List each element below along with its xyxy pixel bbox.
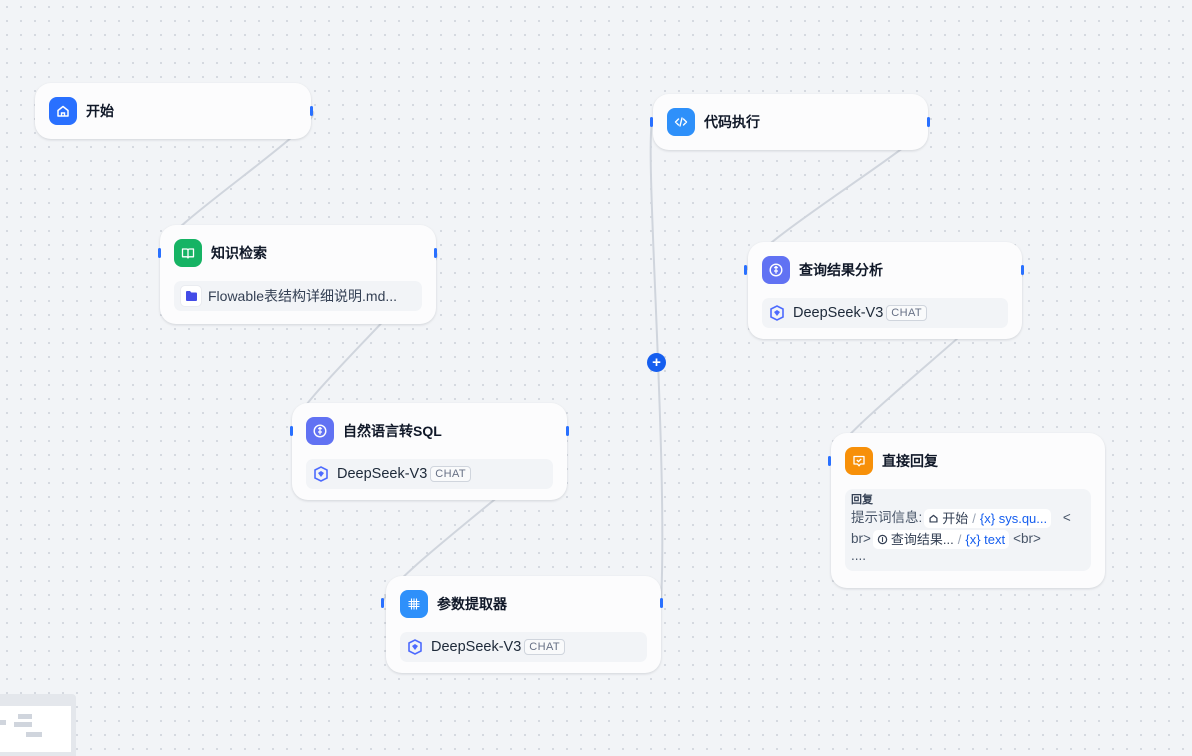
node-nl2sql[interactable]: 自然语言转SQL DeepSeek-V3 CHAT (292, 403, 567, 500)
knowledge-output-handle[interactable] (434, 248, 437, 258)
grid-icon (400, 590, 428, 618)
minimap[interactable] (0, 694, 76, 756)
node-start[interactable]: 开始 (35, 83, 311, 139)
parameter-icon (306, 417, 334, 445)
parameter-icon (762, 256, 790, 284)
node-parameter-extractor[interactable]: 参数提取器 DeepSeek-V3 CHAT (386, 576, 661, 673)
home-icon (929, 514, 938, 523)
variable-source: 开始 (942, 510, 969, 526)
extractor-output-handle[interactable] (660, 598, 663, 608)
deepseek-logo-icon (314, 466, 328, 482)
node-title: 直接回复 (882, 453, 938, 469)
variable-source: 查询结果... (890, 531, 954, 547)
folder-icon (180, 285, 202, 307)
node-title: 参数提取器 (437, 596, 507, 612)
add-node-button[interactable]: + (647, 353, 666, 372)
model-name: DeepSeek-V3 (793, 305, 884, 321)
node-title: 查询结果分析 (799, 262, 883, 278)
reply-prefix: 提示词信息: (851, 510, 923, 525)
node-title: 开始 (86, 103, 114, 119)
reply-text: <br> (1013, 531, 1041, 546)
nl2sql-output-handle[interactable] (566, 426, 569, 436)
book-icon (174, 239, 202, 267)
deepseek-logo-icon (770, 305, 784, 321)
node-title: 代码执行 (704, 114, 760, 130)
node-direct-reply[interactable]: 直接回复 回复 提示词信息:开始/{x} sys.qu... < br>查询结果… (831, 433, 1105, 588)
minimap-node (18, 714, 32, 719)
model-selector[interactable]: DeepSeek-V3 CHAT (762, 298, 1008, 328)
home-icon (49, 97, 77, 125)
minimap-node (26, 732, 42, 737)
reply-icon (845, 447, 873, 475)
node-knowledge-retrieval[interactable]: 知识检索 Flowable表结构详细说明.md... (160, 225, 436, 324)
model-name: DeepSeek-V3 (431, 639, 522, 655)
variable-chip[interactable]: 查询结果.../{x} text (872, 529, 1010, 549)
node-title: 知识检索 (211, 245, 267, 261)
code-icon (667, 108, 695, 136)
start-output-handle[interactable] (310, 106, 313, 116)
node-result-analysis[interactable]: 查询结果分析 DeepSeek-V3 CHAT (748, 242, 1022, 339)
knowledge-input-handle[interactable] (158, 248, 161, 258)
model-name: DeepSeek-V3 (337, 466, 428, 482)
nl2sql-input-handle[interactable] (290, 426, 293, 436)
minimap-viewport (0, 706, 71, 752)
reply-label: 回复 (851, 494, 873, 506)
answer-input-handle[interactable] (828, 456, 831, 466)
chat-badge: CHAT (886, 305, 928, 321)
reply-content: 回复 提示词信息:开始/{x} sys.qu... < br>查询结果.../{… (845, 489, 1091, 571)
code-output-handle[interactable] (927, 117, 930, 127)
knowledge-file-name: Flowable表结构详细说明.md... (208, 288, 398, 304)
chat-badge: CHAT (524, 639, 566, 655)
chat-badge: CHAT (430, 466, 472, 482)
reply-ellipsis: .... (851, 548, 867, 563)
node-code-execution[interactable]: 代码执行 (653, 94, 928, 150)
variable-chip[interactable]: 开始/{x} sys.qu... (924, 508, 1052, 528)
minimap-node (14, 722, 32, 727)
analysis-output-handle[interactable] (1021, 265, 1024, 275)
variable-name: {x} sys.qu... (979, 510, 1048, 526)
knowledge-file: Flowable表结构详细说明.md... (174, 281, 422, 311)
deepseek-logo-icon (408, 639, 422, 655)
minimap-node (0, 720, 6, 725)
analysis-input-handle[interactable] (744, 265, 747, 275)
node-title: 自然语言转SQL (343, 423, 442, 439)
code-input-handle[interactable] (650, 117, 653, 127)
reply-text: br> (851, 531, 871, 546)
model-selector[interactable]: DeepSeek-V3 CHAT (306, 459, 553, 489)
model-selector[interactable]: DeepSeek-V3 CHAT (400, 632, 647, 662)
extractor-input-handle[interactable] (381, 598, 384, 608)
reply-text: < (1062, 510, 1071, 525)
variable-name: {x} text (965, 531, 1006, 547)
parameter-icon (877, 534, 888, 545)
